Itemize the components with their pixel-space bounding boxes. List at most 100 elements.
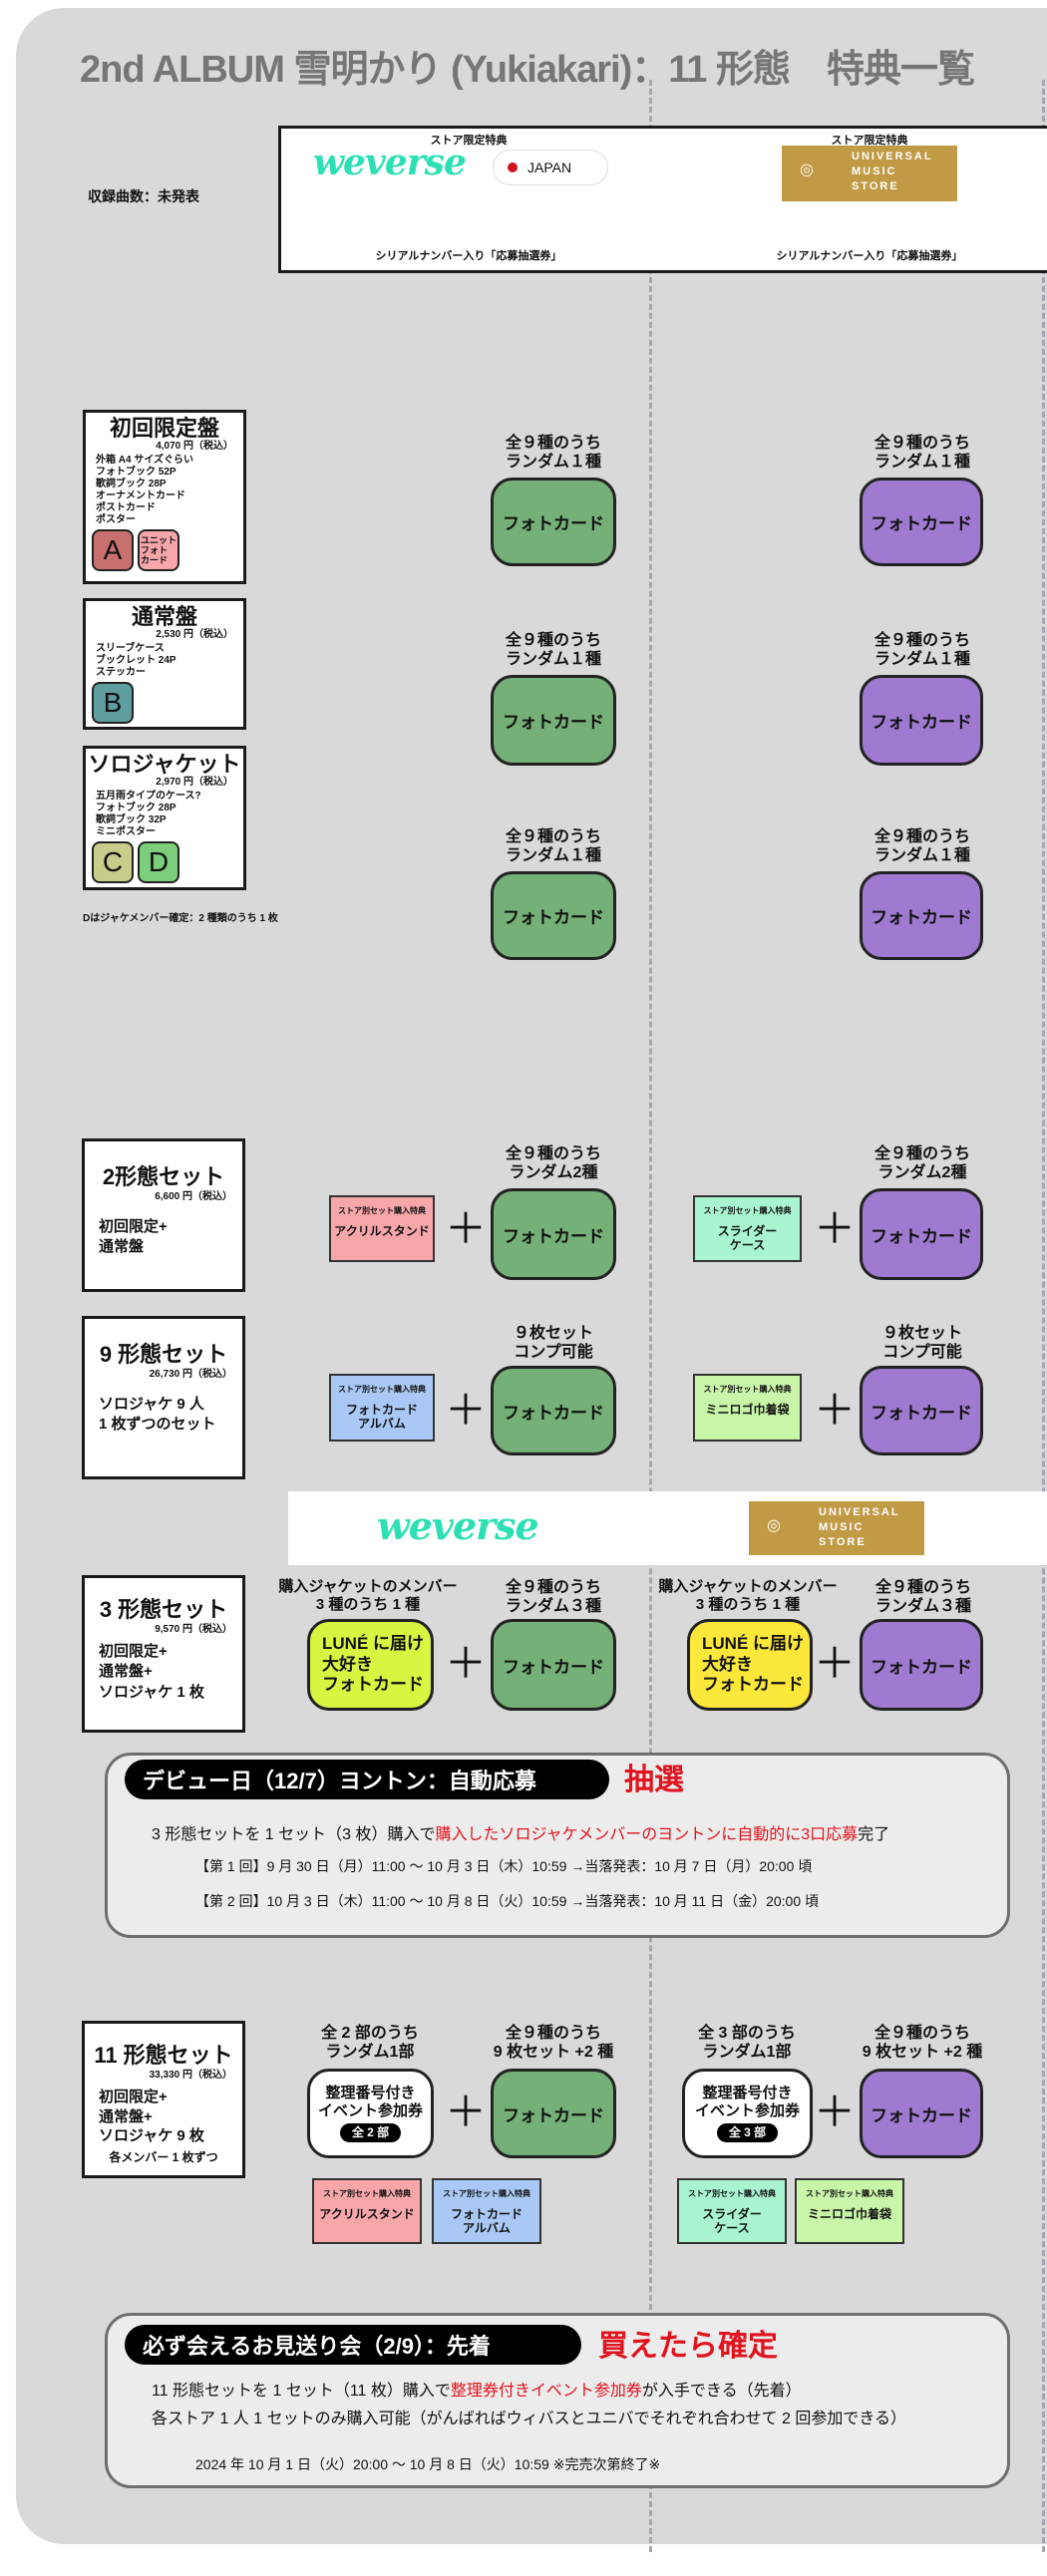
sendoff-pill: 必ず会えるお見送り会（2/9）：先着 (125, 2325, 581, 2365)
store-set-bonus: ストア別セット購入特典スライダー ケース (677, 2178, 787, 2244)
store-badge: ストア限定特典 (831, 135, 908, 147)
text: 11 形態セットを 1 セット（11 枚）購入で (152, 2383, 451, 2400)
photocard-ums: フォトカード (860, 1619, 983, 1711)
set-desc: 初回限定+ 通常盤+ ソロジャケ 1 枚 (99, 1643, 204, 1701)
photocard-header: 全９種のうち ランダム2種 (873, 1145, 970, 1182)
text: 3 形態セットを 1 セット（3 枚）購入で (152, 1826, 436, 1843)
set-title: 9 形態セット (99, 1342, 228, 1367)
unit-photocard-badge: ユニット フォト カード (138, 529, 179, 572)
photocard-header: 全９種のうち ランダム３種 (874, 1579, 971, 1616)
lottery-description: 3 形態セットを 1 セット（3 枚）購入で購入したソロジャケメンバーのヨントン… (152, 1820, 889, 1844)
plus-icon: ＋ (445, 2089, 488, 2135)
photocard-header: 全９種のうち ランダム１種 (873, 435, 970, 472)
bonus-name: ミニロゴ巾着袋 (807, 2207, 891, 2221)
edition-note: Dはジャケメンバー確定：2 種類のうち 1 枚 (83, 913, 278, 924)
weverse-logo[interactable]: weverse (377, 1503, 539, 1548)
store-set-bonus: ストア別セット購入特典アクリルスタンド (329, 1195, 435, 1262)
edition-letter-c: C (92, 841, 134, 884)
bonus-name: フォトカード アルバム (450, 2207, 523, 2236)
bonus-badge: ストア別セット購入特典 (323, 2189, 411, 2198)
edition-price: 4,070 円（税込） (156, 441, 233, 453)
universal-globe-icon: ◎ (800, 161, 814, 178)
sendoff-line-2: 各ストア 1 人 1 セットのみ購入可能（がんばればウィバスとユニバでそれぞれ合… (152, 2411, 907, 2427)
ticket-header: 全 3 部のうち ランダム1部 (698, 2025, 796, 2062)
edition-items: 外箱 A4 サイズぐらい フォトブック 52P 歌詞ブック 28P オーナメント… (96, 455, 194, 526)
photocard-header: 全９種のうち ランダム１種 (505, 632, 601, 669)
edition-items: 五月雨タイプのケース? フォトブック 28P 歌詞ブック 32P ミニポスター (96, 791, 201, 838)
plus-icon: ＋ (445, 1205, 488, 1252)
set-desc: ソロジャケ 9 人 1 枚ずつのセット (99, 1396, 216, 1434)
bonus-badge: ストア別セット購入特典 (806, 2189, 893, 2198)
bonus-badge: ストア別セット購入特典 (443, 2189, 530, 2198)
edition-limited: 初回限定盤 4,070 円（税込） 外箱 A4 サイズぐらい フォトブック 52… (83, 410, 246, 584)
edition-title: 初回限定盤 (109, 416, 219, 441)
plus-icon: ＋ (814, 1640, 857, 1687)
bonus-name: スライダー ケース (717, 1224, 778, 1253)
photocard-header: 全９種のうち ランダム１種 (873, 632, 970, 669)
edition-letter-d: D (138, 841, 179, 884)
set-title: 2形態セット (102, 1164, 225, 1189)
set-2: 2形態セット 6,600 円（税込） 初回限定+ 通常盤 (82, 1138, 245, 1292)
photocard-weverse: フォトカード (491, 2069, 616, 2158)
lottery-round-1: 【第 1 回】9 月 30 日（月）11:00 〜 10 月 3 日（木）10:… (195, 1858, 813, 1874)
edition-price: 2,530 円（税込） (156, 629, 233, 641)
store-badge: ストア限定特典 (430, 135, 508, 147)
edition-letter-a: A (92, 529, 134, 572)
set-desc: 初回限定+ 通常盤 (99, 1218, 168, 1256)
store-set-bonus: ストア別セット購入特典ミニロゴ巾着袋 (693, 1374, 802, 1442)
photocard-weverse: フォトカード (491, 1366, 616, 1455)
photocard-header: 全９種のうち ランダム１種 (505, 828, 601, 865)
track-count: 収録曲数：未発表 (88, 188, 199, 204)
event-ticket: 整理番号付き イベント参加券全 2 部 (307, 2069, 434, 2158)
bonus-badge: ストア別セット購入特典 (703, 1206, 792, 1215)
photocard-ums: フォトカード (860, 1366, 983, 1455)
edition-letters: C D (86, 841, 243, 884)
plus-icon: ＋ (814, 2089, 857, 2135)
bonus-badge: ストア別セット購入特典 (338, 1206, 426, 1215)
weverse-logo[interactable]: weverse (313, 142, 467, 183)
ticket-header: 全 2 部のうち ランダム1部 (321, 2025, 419, 2062)
photocard-header: 全９種のうち ランダム１種 (873, 828, 970, 865)
set-price: 9,570 円（税込） (155, 1624, 232, 1635)
store-set-bonus: ストア別セット購入特典フォトカード アルバム (432, 2178, 541, 2244)
ums-logo[interactable]: ◎UNIVERSAL MUSIC STORE (782, 146, 957, 201)
photocard-weverse: フォトカード (491, 1619, 616, 1711)
edition-items: スリーブケース ブックレット 24P ステッカー (96, 643, 176, 679)
set-price: 33,330 円（税込） (149, 2070, 232, 2081)
universal-globe-icon: ◎ (767, 1517, 781, 1534)
page-title: 2nd ALBUM 雪明かり (Yukiakari)：11 形態 特典一覧 (80, 49, 975, 91)
sendoff-period: 2024 年 10 月 1 日（火）20:00 〜 10 月 8 日（火）10:… (195, 2456, 661, 2472)
edition-title: 通常盤 (131, 604, 197, 629)
edition-regular: 通常盤 2,530 円（税込） スリーブケース ブックレット 24P ステッカー… (83, 598, 246, 730)
highlight: 整理券付きイベント参加券 (450, 2383, 642, 2400)
ums-logo[interactable]: ◎ UNIVERSAL MUSIC STORE (749, 1501, 924, 1555)
lottery-tag: 抽選 (624, 1764, 684, 1796)
set-desc: 初回限定+ 通常盤+ ソロジャケ 9 枚 (99, 2089, 204, 2144)
text: が入手できる（先着） (641, 2383, 802, 2400)
edition-letter-b: B (92, 682, 134, 725)
plus-icon: ＋ (814, 1387, 857, 1434)
set-3: 3 形態セット 9,570 円（税込） 初回限定+ 通常盤+ ソロジャケ 1 枚 (82, 1575, 245, 1733)
bonus-badge: ストア別セット購入特典 (338, 1385, 426, 1394)
plus-icon: ＋ (445, 1387, 488, 1434)
photocard-header: ９枚セット コンプ可能 (881, 1325, 962, 1362)
ums-logo-text: UNIVERSAL MUSIC STORE (819, 1506, 900, 1548)
set-title: 11 形態セット (94, 2043, 233, 2068)
edition-price: 2,970 円（税込） (156, 777, 233, 789)
ticket-label: 整理番号付き イベント参加券 (317, 2085, 423, 2120)
store-set-bonus: ストア別セット購入特典スライダー ケース (693, 1195, 802, 1262)
set-9: 9 形態セット 26,730 円（税込） ソロジャケ 9 人 1 枚ずつのセット (82, 1316, 245, 1479)
store-benefit: シリアルナンバー入り「応募抽選券」 (375, 250, 562, 262)
bonus-name: アクリルスタンド (334, 1224, 430, 1238)
photocard-weverse: フォトカード (491, 478, 616, 566)
lune-photocard: LUNÉ に届け 大好き フォトカード (687, 1619, 813, 1711)
sendoff-tag: 買えたら確定 (598, 2330, 778, 2363)
photocard-header: 全９種のうち 9 枚セット +2 種 (493, 2025, 614, 2062)
store-set-bonus: ストア別セット購入特典アクリルスタンド (312, 2178, 422, 2244)
photocard-weverse: フォトカード (491, 871, 616, 960)
edition-letters: B (86, 682, 243, 725)
photocard-ums: フォトカード (860, 2069, 983, 2158)
bonus-badge: ストア別セット購入特典 (703, 1385, 792, 1394)
ticket-count-badge: 全 3 部 (716, 2123, 779, 2142)
region-pill: JAPAN (493, 150, 608, 185)
